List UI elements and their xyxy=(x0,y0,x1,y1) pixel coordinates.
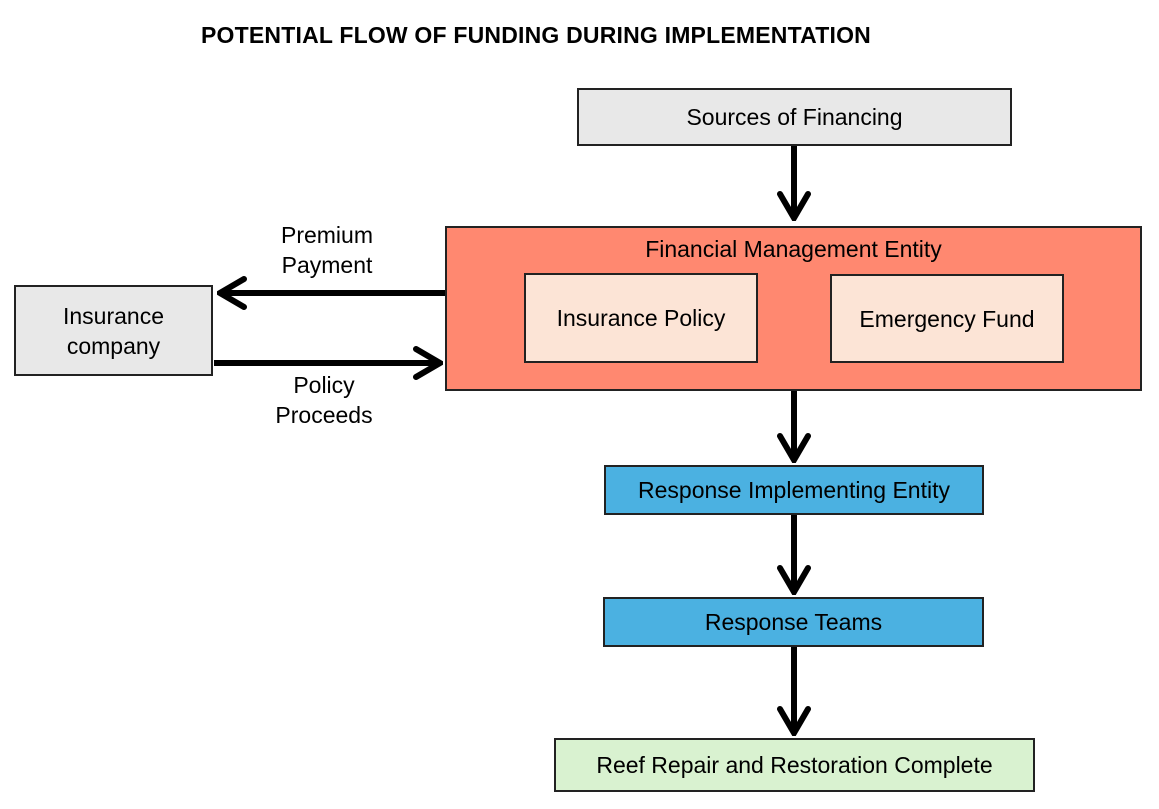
emergency-fund-label: Emergency Fund xyxy=(859,305,1035,332)
insurance-policy-label: Insurance Policy xyxy=(556,305,726,331)
sources-of-financing-box: Sources of Financing xyxy=(577,88,1012,146)
insurance-company-box: Insurance company xyxy=(14,285,213,376)
reef-repair-complete-box: Reef Repair and Restoration Complete xyxy=(554,738,1035,792)
insurance-company-label: Insurance company xyxy=(62,302,164,359)
premium-payment-label: Premium Payment xyxy=(280,222,373,278)
insurance-policy-box: Insurance Policy xyxy=(524,273,758,363)
emergency-fund-box: Emergency Fund xyxy=(830,274,1064,363)
reef-repair-complete-label: Reef Repair and Restoration Complete xyxy=(596,752,993,778)
sources-of-financing-label: Sources of Financing xyxy=(686,104,903,130)
response-teams-box: Response Teams xyxy=(603,597,984,647)
response-implementing-entity-label: Response Implementing Entity xyxy=(638,477,950,503)
diagram-title: POTENTIAL FLOW OF FUNDING DURING IMPLEME… xyxy=(201,22,871,48)
financial-management-entity-label: Financial Management Entity xyxy=(645,236,942,262)
response-implementing-entity-box: Response Implementing Entity xyxy=(604,465,984,515)
policy-proceeds-label: Policy Proceeds xyxy=(275,372,373,428)
response-teams-label: Response Teams xyxy=(704,609,883,635)
